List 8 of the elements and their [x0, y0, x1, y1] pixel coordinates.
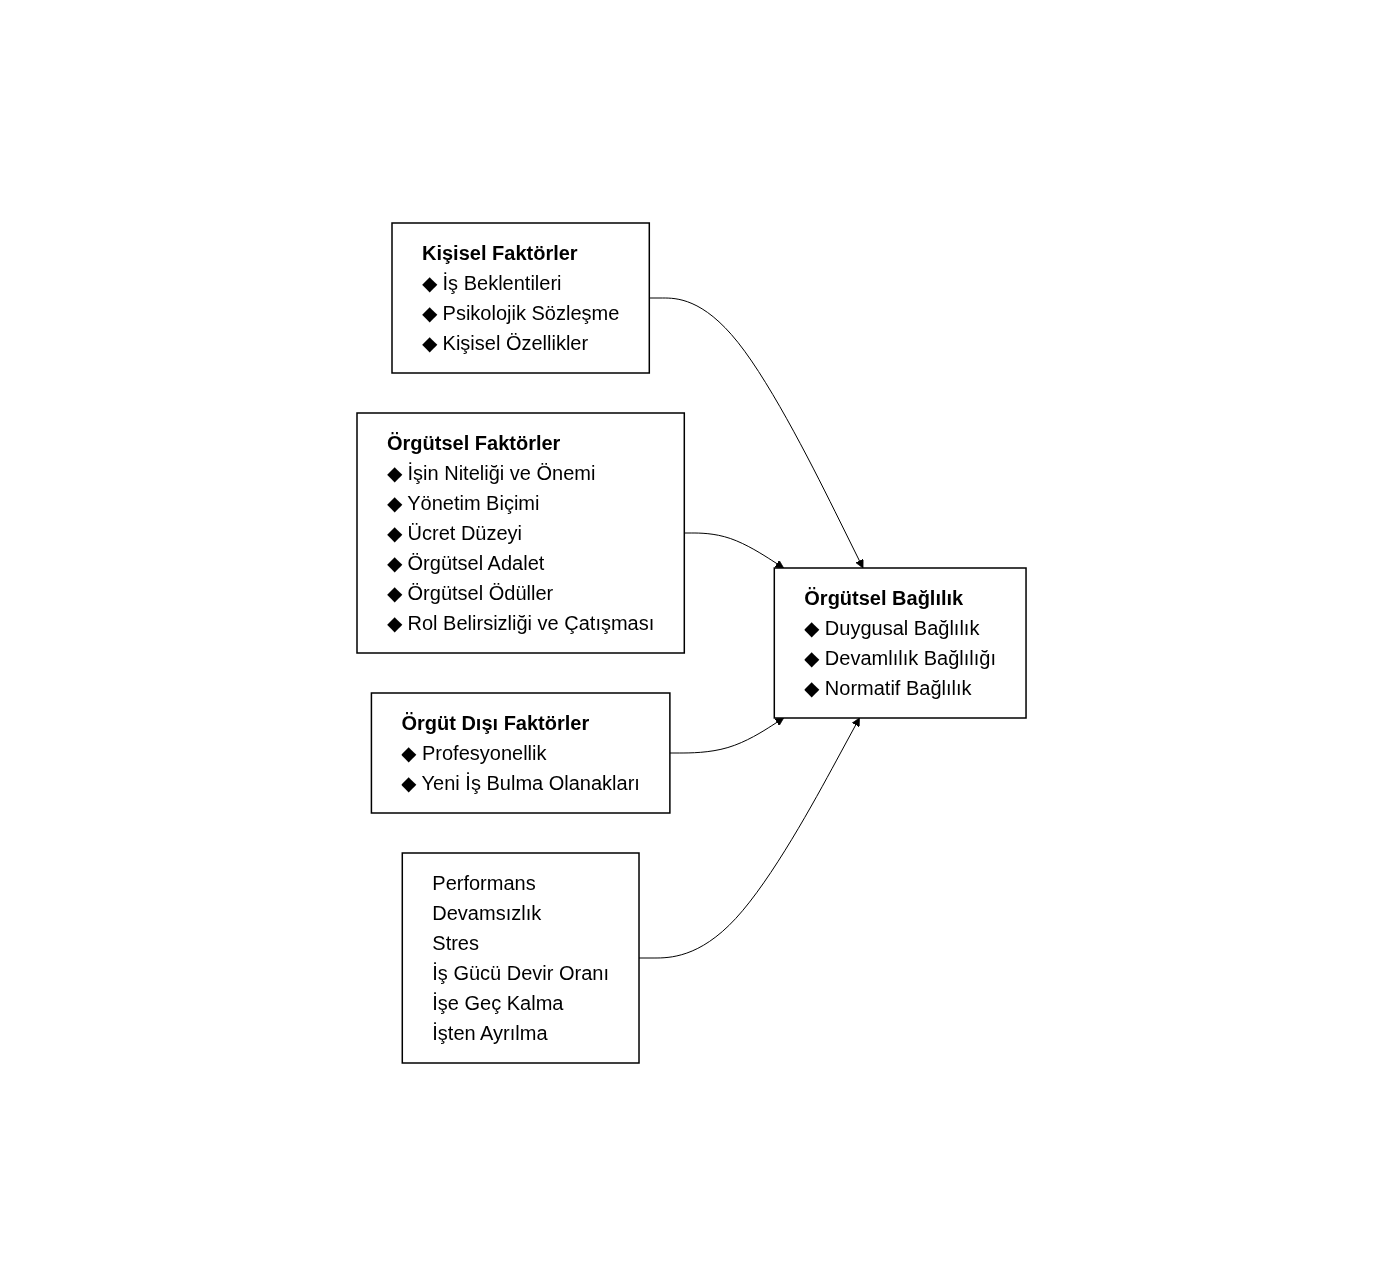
arrow: [684, 532, 785, 569]
node-box: Kişisel Faktörler ◆ İş Beklentileri ◆ Psikolojik Sözleşme ◆ Kişisel Özellikler: [391, 222, 651, 374]
arrow: [639, 717, 861, 959]
node-box: Performans Devamsızlık Stres İş Gücü Devir Oranı İşe Geç Kalma İşten Ayrılma: [402, 852, 641, 1064]
node-box: Örgütsel Faktörler ◆ İşin Niteliği ve Önemi ◆ Yönetim Biçimi ◆ Ücret Düzeyi ◆ Örgütsel Adalet ◆ Örgütsel Ödüller ◆ Rol Belirsizliği ve Çatışması: [356, 412, 686, 654]
node-box: Örgüt Dışı Faktörler ◆ Profesyonellik ◆ Yeni İş Bulma Olanakları: [371, 692, 672, 814]
node-box: Örgütsel Bağlılık ◆ Duygusal Bağlılık ◆ Devamlılık Bağlılığı ◆ Normatif Bağlılık: [774, 567, 1028, 719]
arrow: [649, 297, 864, 569]
